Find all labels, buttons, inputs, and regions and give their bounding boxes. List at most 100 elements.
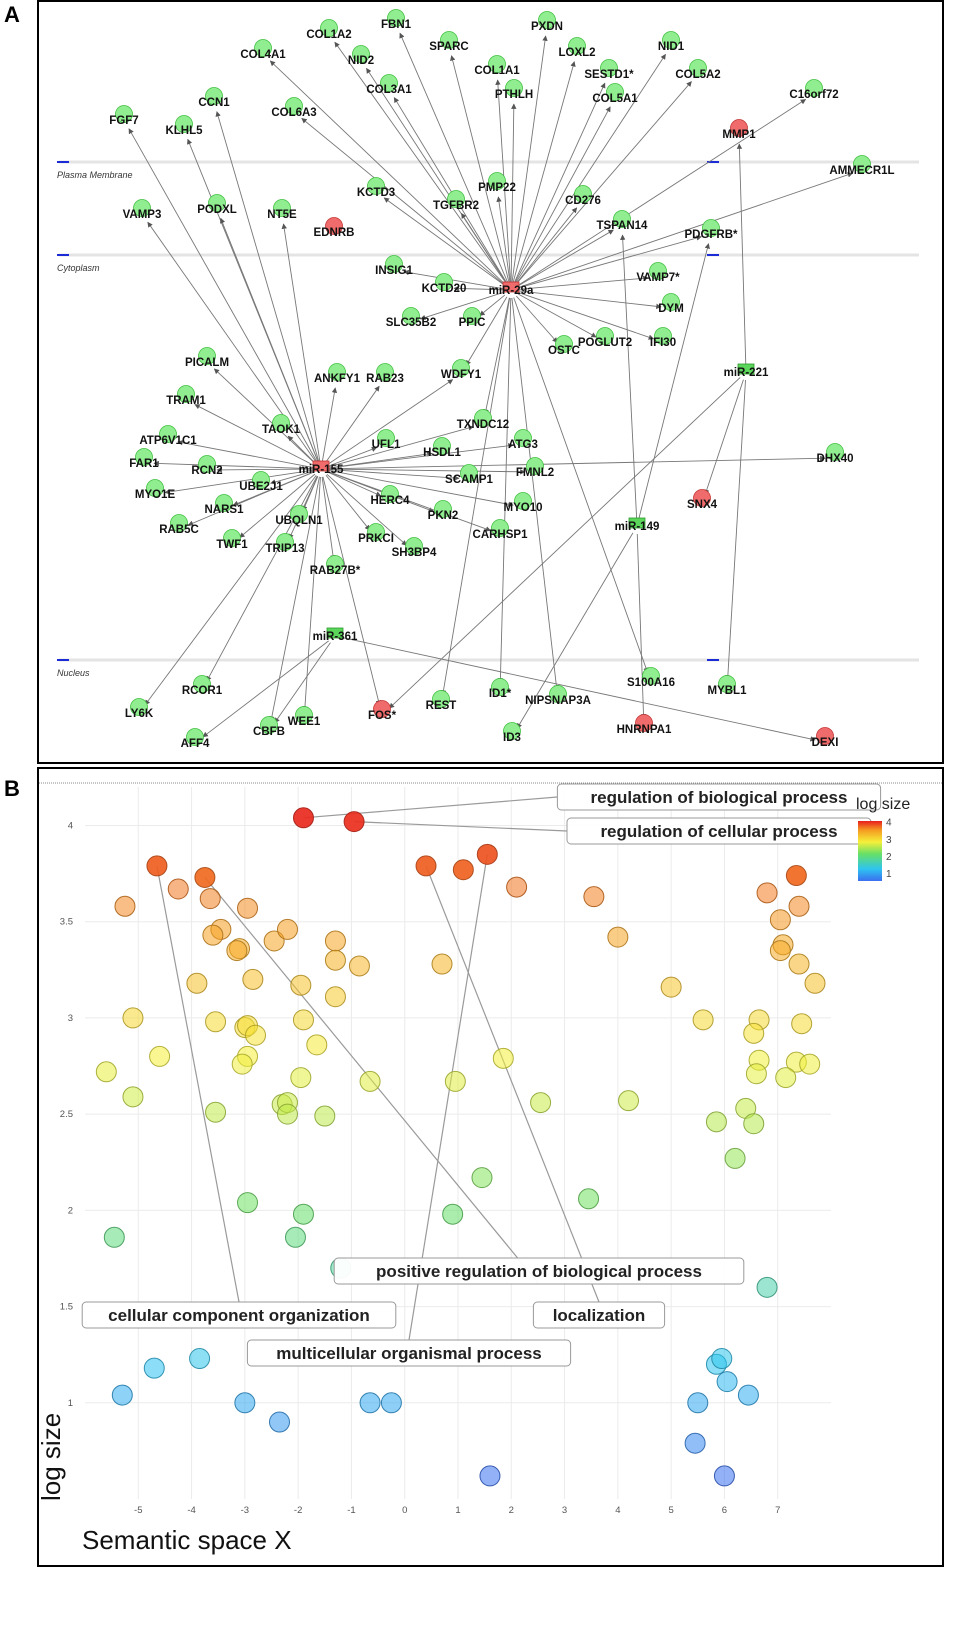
go-term-point[interactable] bbox=[103, 1226, 125, 1248]
go-term-point[interactable] bbox=[111, 1384, 133, 1406]
gene-node-pmp22[interactable]: PMP22 bbox=[478, 172, 516, 195]
go-term-point[interactable] bbox=[415, 855, 437, 877]
gene-node-hnrnpa1[interactable]: HNRNPA1 bbox=[617, 714, 672, 737]
gene-node-dexi[interactable]: DEXI bbox=[812, 727, 839, 750]
go-term-point[interactable] bbox=[583, 886, 605, 908]
gene-node-fbn1[interactable]: FBN1 bbox=[381, 9, 412, 32]
go-term-point[interactable] bbox=[276, 1103, 298, 1125]
gene-node-rcn2[interactable]: RCN2 bbox=[191, 455, 223, 478]
gene-node-col4a1[interactable]: COL4A1 bbox=[240, 39, 286, 62]
go-term-point[interactable] bbox=[199, 888, 221, 910]
go-term-point[interactable] bbox=[769, 940, 791, 962]
gene-node-prkci[interactable]: PRKCI bbox=[358, 523, 394, 546]
go-term-point[interactable] bbox=[775, 1067, 797, 1089]
gene-node-pkn2[interactable]: PKN2 bbox=[428, 500, 459, 523]
gene-node-dhx40[interactable]: DHX40 bbox=[816, 443, 854, 466]
gene-node-col3a1[interactable]: COL3A1 bbox=[366, 74, 412, 97]
go-term-point[interactable] bbox=[205, 1011, 227, 1033]
gene-node-poglut2[interactable]: POGLUT2 bbox=[578, 327, 632, 350]
gene-node-atp6v1c1[interactable]: ATP6V1C1 bbox=[139, 425, 197, 448]
gene-node-fmnl2[interactable]: FMNL2 bbox=[516, 457, 554, 480]
go-term-point[interactable] bbox=[442, 1203, 464, 1225]
go-term-point[interactable] bbox=[380, 1392, 402, 1414]
mirna-node-mir-149[interactable]: miR-149 bbox=[615, 517, 660, 533]
go-term-point[interactable] bbox=[245, 1024, 267, 1046]
gene-node-nars1[interactable]: NARS1 bbox=[205, 494, 245, 517]
go-term-point[interactable] bbox=[479, 1465, 501, 1487]
go-term-point[interactable] bbox=[618, 1090, 640, 1112]
go-term-point[interactable] bbox=[186, 972, 208, 994]
gene-node-twf1[interactable]: TWF1 bbox=[216, 529, 248, 552]
gene-node-col5a2[interactable]: COL5A2 bbox=[675, 59, 721, 82]
gene-node-rab27b[interactable]: RAB27B* bbox=[310, 555, 361, 578]
gene-node-hsdl1[interactable]: HSDL1 bbox=[423, 437, 461, 460]
mirna-node-mir-155[interactable]: miR-155 bbox=[299, 460, 344, 476]
gene-node-loxl2[interactable]: LOXL2 bbox=[558, 37, 596, 60]
gene-node-c16orf72[interactable]: C16orf72 bbox=[789, 79, 839, 102]
go-term-point[interactable] bbox=[506, 876, 528, 898]
go-term-point[interactable] bbox=[290, 1067, 312, 1089]
go-term-point[interactable] bbox=[189, 1348, 211, 1370]
gene-node-rab23[interactable]: RAB23 bbox=[366, 363, 404, 386]
go-term-point[interactable] bbox=[530, 1092, 552, 1114]
gene-node-atg3[interactable]: ATG3 bbox=[508, 429, 538, 452]
gene-node-sparc[interactable]: SPARC bbox=[429, 31, 469, 54]
go-term-point[interactable] bbox=[122, 1007, 144, 1029]
go-term-point[interactable] bbox=[724, 1147, 746, 1169]
go-term-point[interactable] bbox=[788, 895, 810, 917]
gene-node-kctd20[interactable]: KCTD20 bbox=[422, 273, 467, 296]
go-term-point[interactable] bbox=[234, 1392, 256, 1414]
go-term-point[interactable] bbox=[745, 1063, 767, 1085]
go-term-point[interactable] bbox=[713, 1465, 735, 1487]
go-term-point[interactable] bbox=[276, 918, 298, 940]
gene-node-myo1e[interactable]: MYO1E bbox=[135, 479, 176, 502]
go-term-point[interactable] bbox=[769, 909, 791, 931]
go-term-point[interactable] bbox=[452, 859, 474, 881]
go-term-point[interactable] bbox=[202, 924, 224, 946]
go-term-point[interactable] bbox=[660, 976, 682, 998]
go-term-point[interactable] bbox=[324, 949, 346, 971]
go-term-point[interactable] bbox=[290, 974, 312, 996]
gene-node-col1a1[interactable]: COL1A1 bbox=[474, 55, 520, 78]
gene-node-rest[interactable]: REST bbox=[426, 690, 457, 713]
gene-node-col1a2[interactable]: COL1A2 bbox=[306, 19, 352, 42]
gene-node-ankfy1[interactable]: ANKFY1 bbox=[314, 363, 361, 386]
go-term-point[interactable] bbox=[314, 1105, 336, 1127]
gene-node-txndc12[interactable]: TXNDC12 bbox=[457, 409, 509, 432]
gene-node-picalm[interactable]: PICALM bbox=[185, 347, 229, 370]
go-term-point[interactable] bbox=[711, 1348, 733, 1370]
gene-node-scamp1[interactable]: SCAMP1 bbox=[445, 464, 494, 487]
gene-node-nid2[interactable]: NID2 bbox=[348, 45, 374, 68]
go-term-point[interactable] bbox=[143, 1357, 165, 1379]
gene-node-ccn1[interactable]: CCN1 bbox=[198, 87, 230, 110]
gene-node-rab5c[interactable]: RAB5C bbox=[159, 514, 199, 537]
go-term-point[interactable] bbox=[799, 1053, 821, 1075]
go-term-point[interactable] bbox=[804, 972, 826, 994]
gene-node-klhl5[interactable]: KLHL5 bbox=[165, 115, 203, 138]
gene-node-tspan14[interactable]: TSPAN14 bbox=[597, 210, 649, 233]
go-term-point[interactable] bbox=[237, 897, 259, 919]
go-term-point[interactable] bbox=[359, 1070, 381, 1092]
gene-node-taok1[interactable]: TAOK1 bbox=[262, 414, 301, 437]
gene-node-insig1[interactable]: INSIG1 bbox=[375, 255, 413, 278]
go-term-point[interactable] bbox=[237, 1192, 259, 1214]
go-term-point[interactable] bbox=[476, 843, 498, 865]
gene-node-myo10[interactable]: MYO10 bbox=[504, 492, 543, 515]
gene-node-ube2j1[interactable]: UBE2J1 bbox=[239, 471, 283, 494]
gene-node-ufl1[interactable]: UFL1 bbox=[372, 429, 401, 452]
gene-node-slc35b2[interactable]: SLC35B2 bbox=[386, 307, 437, 330]
go-term-point[interactable] bbox=[607, 926, 629, 948]
gene-node-podxl[interactable]: PODXL bbox=[197, 194, 237, 217]
gene-node-vamp3[interactable]: VAMP3 bbox=[123, 199, 162, 222]
go-term-point[interactable] bbox=[743, 1113, 765, 1135]
go-term-point[interactable] bbox=[785, 865, 807, 887]
gene-node-ammecr1l[interactable]: AMMECR1L bbox=[829, 155, 895, 178]
gene-node-tram1[interactable]: TRAM1 bbox=[166, 385, 206, 408]
gene-node-id3[interactable]: ID3 bbox=[503, 722, 521, 745]
go-term-point[interactable] bbox=[578, 1188, 600, 1210]
gene-node-s100a16[interactable]: S100A16 bbox=[627, 667, 675, 690]
go-term-point[interactable] bbox=[226, 940, 248, 962]
gene-node-ifi30[interactable]: IFI30 bbox=[650, 327, 676, 350]
go-term-point[interactable] bbox=[194, 866, 216, 888]
gene-node-ednrb[interactable]: EDNRB bbox=[314, 217, 355, 240]
